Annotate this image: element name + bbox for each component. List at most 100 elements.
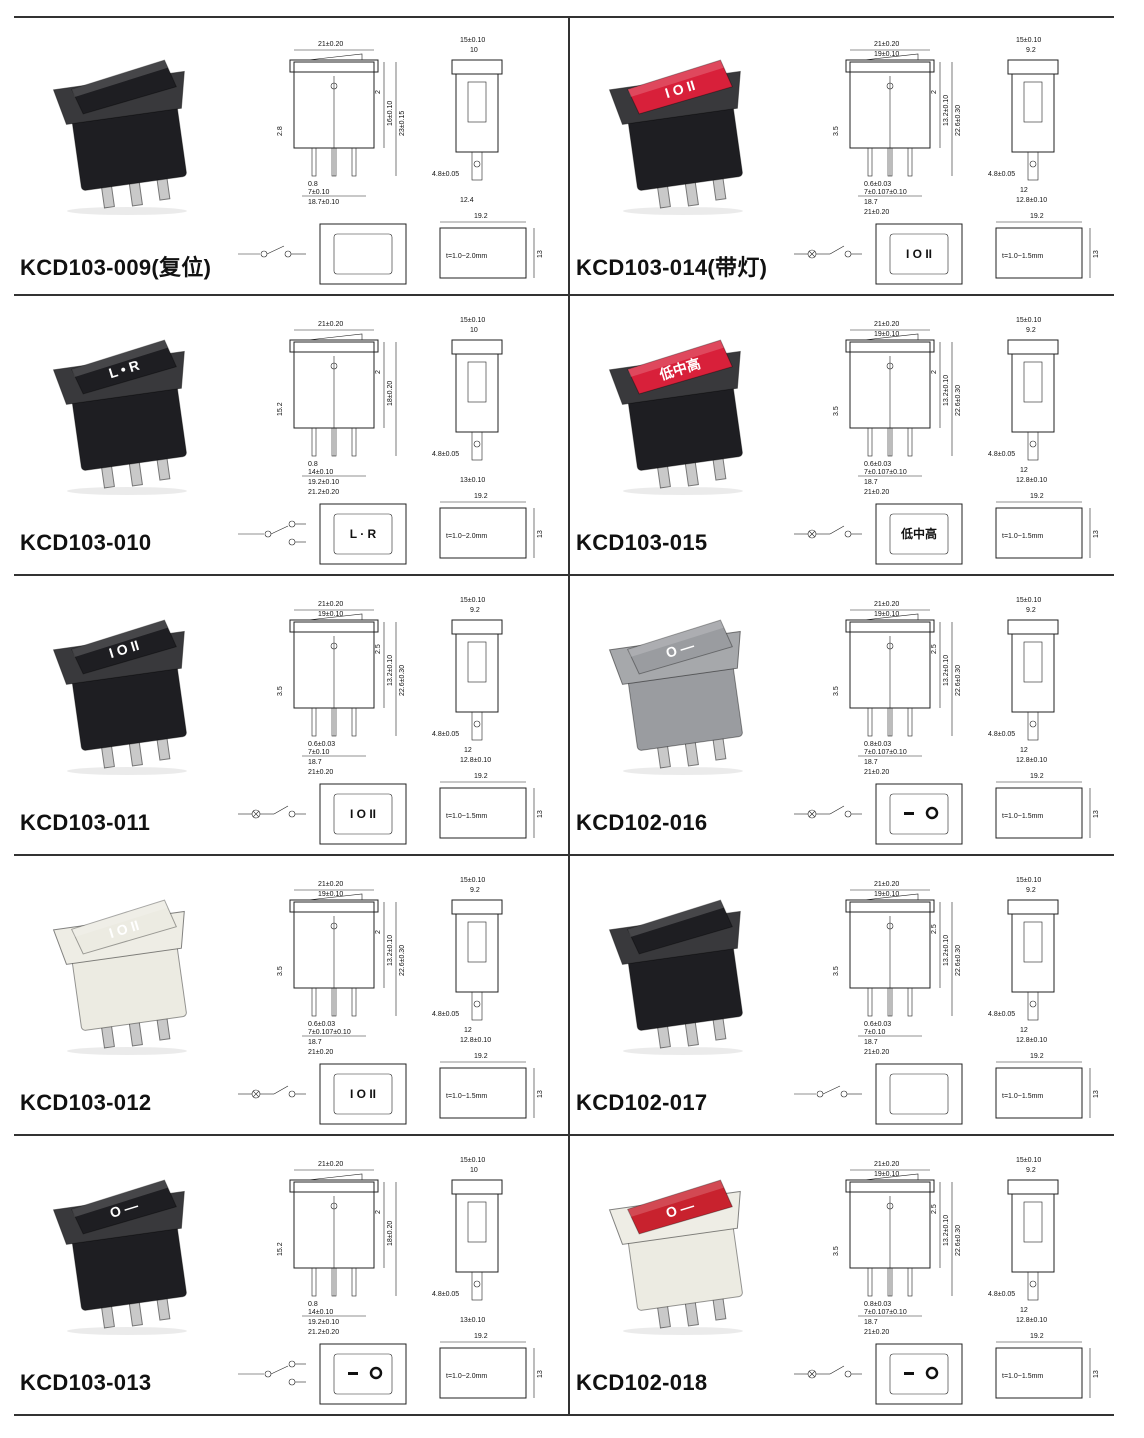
dimension-label: 7±0.107±0.10 (864, 189, 907, 196)
dimension-label: 12 (464, 747, 472, 754)
dimension-label: 13 (537, 810, 544, 818)
dimension-label: 4.8±0.05 (988, 171, 1015, 178)
dimension-label: 2.5 (931, 924, 938, 934)
dimension-label: 13.2±0.10 (943, 935, 950, 966)
face-text: I O II (350, 1087, 376, 1101)
dimension-label: 3.5 (833, 406, 840, 416)
dimension-label: 10 (470, 327, 478, 334)
face-text: I O II (906, 247, 932, 261)
switch-photo: O — (608, 1179, 743, 1335)
dimension-label: 2.5 (375, 644, 382, 654)
face-outline (319, 1063, 407, 1125)
switch-photo (52, 59, 187, 215)
dimension-label: 16±0.10 (387, 101, 394, 126)
circuit-symbol (794, 1085, 862, 1098)
face-outline (875, 1063, 963, 1125)
dimension-label: 19.2±0.10 (308, 1319, 339, 1326)
product-model-title: KCD103-014(带灯) (576, 255, 768, 280)
dimension-label: 4.8±0.05 (432, 731, 459, 738)
rocker-button (70, 619, 178, 675)
dimension-label: 10 (470, 47, 478, 54)
side-view (1007, 899, 1059, 915)
dimension-label: 19.2 (1030, 1053, 1044, 1060)
dimension-label: t=1.0~1.5mm (1002, 253, 1043, 260)
dimension-label: 19.2 (474, 773, 488, 780)
switch-photo: 低中高 (608, 339, 743, 495)
bottom-rule (14, 1414, 1114, 1416)
dimension-label: 9.2 (470, 607, 480, 614)
dimension-label: t=1.0~1.5mm (1002, 813, 1043, 820)
dimension-label: 0.6±0.03 (864, 461, 891, 468)
circuit-symbol (238, 1360, 306, 1386)
circuit-symbol (238, 520, 306, 546)
switch-photo: I O II (52, 619, 187, 775)
circuit-symbol (238, 1085, 306, 1099)
dimension-label: 18.7 (864, 1319, 878, 1326)
dimension-label: 2 (931, 370, 938, 374)
circuit-symbol (794, 1365, 862, 1379)
dimension-label: t=1.0~1.5mm (1002, 1373, 1043, 1380)
panel-cutout (439, 1347, 527, 1399)
dimension-label: 21±0.20 (318, 321, 343, 328)
dimension-label: 12 (1020, 1027, 1028, 1034)
dimension-label: 9.2 (1026, 887, 1036, 894)
circuit-symbol (794, 805, 862, 819)
rocker-button (626, 619, 734, 675)
column-divider (568, 16, 570, 1416)
dimension-label: 2 (375, 90, 382, 94)
top-rule (14, 16, 1114, 18)
dimension-label: 13.2±0.10 (943, 1215, 950, 1246)
dimension-label: 21±0.20 (864, 1329, 889, 1336)
switch-photo: I O II (52, 899, 187, 1055)
dimension-label: 15±0.10 (460, 1157, 485, 1164)
dimension-label: 3.5 (277, 686, 284, 696)
switch-photo (608, 899, 743, 1055)
on-mark (369, 1366, 383, 1380)
dimension-label: 15±0.10 (1016, 877, 1041, 884)
dimension-label: 13.2±0.10 (943, 375, 950, 406)
dimension-label: 21.2±0.20 (308, 489, 339, 496)
dimension-label: 19.2 (1030, 493, 1044, 500)
product-model-title: KCD103-010 (20, 530, 152, 555)
dimension-label: 4.8±0.05 (432, 1011, 459, 1018)
dimension-label: 15±0.10 (460, 597, 485, 604)
dimension-label: 9.2 (1026, 1167, 1036, 1174)
dimension-label: 7±0.107±0.10 (864, 749, 907, 756)
dimension-label: 15.2 (277, 1242, 284, 1256)
dimension-label: 0.6±0.03 (864, 1021, 891, 1028)
dimension-label: 15±0.10 (1016, 597, 1041, 604)
dimension-label: 13.2±0.10 (943, 655, 950, 686)
dimension-label: 2 (375, 930, 382, 934)
switch-photo: I O II (608, 59, 743, 215)
technical-drawing: 21±0.2019±0.100.8±0.037±0.107±0.1018.721… (794, 1157, 1100, 1405)
dimension-label: 18.7 (864, 759, 878, 766)
rocker-button (70, 1179, 178, 1235)
dimension-label: 21±0.20 (874, 1161, 899, 1168)
dimension-label: 13 (1093, 1370, 1100, 1378)
dimension-label: 10 (470, 1167, 478, 1174)
dimension-label: t=1.0~1.5mm (446, 813, 487, 820)
dimension-label: 21±0.20 (318, 1161, 343, 1168)
dimension-label: 15±0.10 (460, 877, 485, 884)
dimension-label: 13 (537, 1090, 544, 1098)
dimension-label: 9.2 (1026, 607, 1036, 614)
face-outline (319, 503, 407, 565)
dimension-label: 2.8 (277, 126, 284, 136)
dimension-label: 13 (1093, 810, 1100, 818)
dimension-label: 12 (464, 1027, 472, 1034)
technical-drawing: 21±0.2019±0.100.8±0.037±0.107±0.1018.721… (794, 597, 1100, 845)
dimension-label: 14±0.10 (308, 469, 333, 476)
dimension-label: 2 (375, 1210, 382, 1214)
product-model-title: KCD103-009(复位) (20, 255, 212, 280)
technical-drawing: 21±0.2019±0.100.6±0.037±0.1018.721±0.202… (794, 877, 1100, 1125)
dimension-label: 4.8±0.05 (432, 1291, 459, 1298)
dimension-label: 13 (537, 250, 544, 258)
dimension-label: 12.8±0.10 (1016, 757, 1047, 764)
face-outline (875, 223, 963, 285)
product-model-title: KCD102-017 (576, 1090, 708, 1115)
